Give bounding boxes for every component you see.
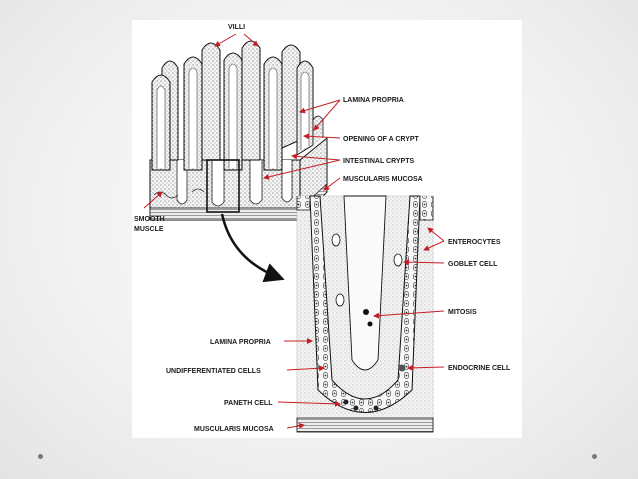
label-undifferentiated-cells: UNDIFFERENTIATED CELLS bbox=[166, 368, 261, 375]
villi-block-illustration bbox=[149, 40, 328, 222]
label-paneth-cell: PANETH CELL bbox=[224, 400, 273, 407]
label-goblet-cell: GOBLET CELL bbox=[448, 261, 498, 268]
label-villi: VILLI bbox=[228, 24, 245, 31]
label-lamina-propria-bottom: LAMINA PROPRIA bbox=[210, 339, 271, 346]
label-mitosis: MITOSIS bbox=[448, 309, 477, 316]
label-smooth-muscle-line1: SMOOTH bbox=[134, 216, 165, 223]
label-muscularis-mucosa-bottom: MUSCULARIS MUCOSA bbox=[194, 426, 274, 433]
label-intestinal-crypts: INTESTINAL CRYPTS bbox=[343, 158, 415, 165]
zoom-arrow bbox=[220, 213, 285, 283]
slide-dot-right bbox=[592, 454, 597, 459]
label-smooth-muscle-line2: MUSCLE bbox=[134, 226, 164, 233]
intestinal-villi-diagram: VILLI LAMINA PROPRIA OPENING OF A CRYPT … bbox=[132, 20, 522, 438]
slide-dot-left bbox=[38, 454, 43, 459]
label-lamina-propria-top: LAMINA PROPRIA bbox=[343, 97, 404, 104]
leader-lines bbox=[143, 33, 445, 429]
label-enterocytes: ENTEROCYTES bbox=[448, 239, 501, 246]
crypt-magnified-illustration bbox=[296, 195, 434, 433]
label-muscularis-mucosa-top: MUSCULARIS MUCOSA bbox=[343, 176, 423, 183]
label-endocrine-cell: ENDOCRINE CELL bbox=[448, 365, 511, 372]
diagram-drawing: VILLI LAMINA PROPRIA OPENING OF A CRYPT … bbox=[134, 24, 511, 433]
label-opening-of-crypt: OPENING OF A CRYPT bbox=[343, 136, 420, 143]
